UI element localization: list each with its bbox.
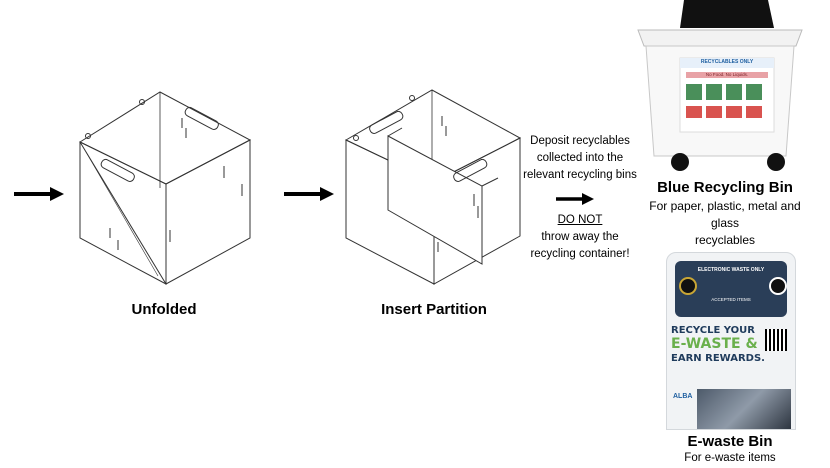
deposit-instruction: Deposit recyclables collected into the r…	[518, 133, 642, 184]
blue-bin-poster-sub: No Food. No Liquids.	[705, 72, 749, 77]
deposit-line-3: relevant recycling bins	[523, 169, 637, 181]
ewaste-bin-illustration: ELECTRONIC WASTE ONLY ACCEPTED ITEMS REC…	[666, 252, 796, 430]
arrow-right-icon-2	[284, 187, 334, 201]
ewaste-bin-title: E-waste Bin	[687, 433, 773, 450]
ewaste-devices-photo	[697, 389, 791, 429]
ewaste-slot-right-icon	[769, 277, 787, 295]
ewaste-qr-code	[765, 329, 787, 351]
partition-box-illustration	[344, 89, 522, 285]
blue-bin-poster-header: RECYCLABLES ONLY	[700, 59, 754, 65]
blue-bin-desc-line-2: recyclables	[694, 233, 756, 247]
blue-bin-description: For paper, plastic, metal and glass recy…	[636, 198, 814, 249]
blue-bin-desc-line-1: For paper, plastic, metal and glass	[649, 199, 801, 230]
unfolded-label: Unfolded	[131, 301, 197, 318]
ewaste-brand-logo: ALBA	[673, 393, 693, 400]
deposit-line-2: collected into the	[536, 152, 624, 164]
warning-do-not: DO NOT	[557, 214, 603, 226]
arrow-right-icon-1	[14, 187, 64, 201]
insert-partition-label: Insert Partition	[381, 301, 487, 318]
ewaste-bin-description: For e-waste items	[684, 452, 776, 464]
arrow-right-icon-3	[556, 193, 594, 205]
ewaste-slogan-line-2: E-WASTE &	[671, 336, 758, 352]
unfolded-box-illustration	[78, 91, 252, 285]
ewaste-poster-sub: ACCEPTED ITEMS	[711, 297, 751, 302]
blue-bin-title: Blue Recycling Bin	[657, 179, 793, 196]
ewaste-poster-header: ELECTRONIC WASTE ONLY	[697, 267, 765, 273]
warning-line-2: throw away the	[541, 231, 619, 243]
ewaste-slot-left-icon	[679, 277, 697, 295]
warning-note: DO NOT throw away the recycling containe…	[518, 212, 642, 263]
deposit-line-1: Deposit recyclables	[530, 135, 630, 147]
ewaste-slogan-line-3: EARN REWARDS.	[671, 353, 765, 364]
blue-recycling-bin-illustration	[637, 0, 803, 171]
ewaste-slogan-line-1: RECYCLE YOUR	[671, 325, 755, 336]
warning-line-3: recycling container!	[530, 248, 630, 260]
